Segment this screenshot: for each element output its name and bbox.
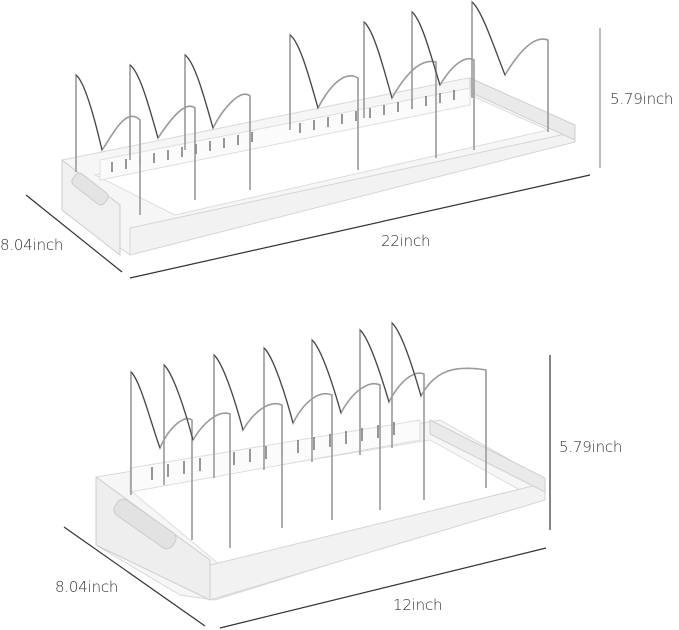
top-rack-depth-label: 8.04inch xyxy=(0,236,64,254)
top-rack-height-label: 5.79inch xyxy=(610,90,674,108)
bottom-rack-depth-label: 8.04inch xyxy=(55,578,119,596)
bottom-depth-dimension-line xyxy=(63,526,206,627)
top-length-dimension-line xyxy=(129,174,591,279)
bottom-rack-wire-highlights xyxy=(130,322,422,449)
top-rack-length-label: 22inch xyxy=(381,232,431,250)
top-rack-tray xyxy=(61,77,576,257)
top-rack-wire-highlights xyxy=(75,1,506,151)
top-depth-dimension-line xyxy=(25,194,123,273)
bottom-rack-tray xyxy=(95,419,546,601)
bottom-rack-height-label: 5.79inch xyxy=(559,438,623,456)
bottom-rack-length-label: 12inch xyxy=(393,596,443,614)
bottom-length-dimension-line xyxy=(219,547,547,629)
